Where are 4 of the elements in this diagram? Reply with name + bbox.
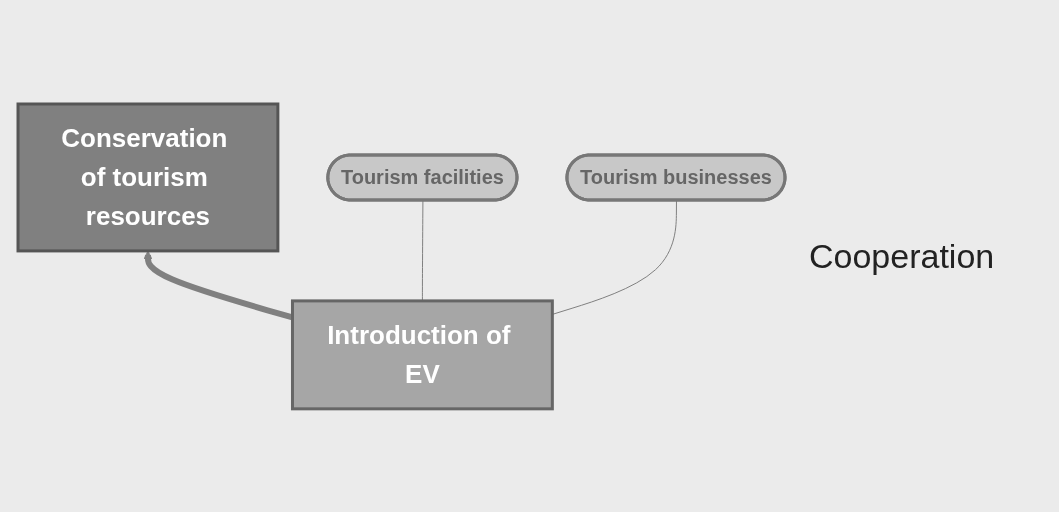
node-box: Conservation of tourism resources xyxy=(16,102,280,252)
note-text: Cooperation xyxy=(809,236,995,276)
node-box: Introduction of EV xyxy=(291,298,554,410)
connector xyxy=(421,199,424,301)
